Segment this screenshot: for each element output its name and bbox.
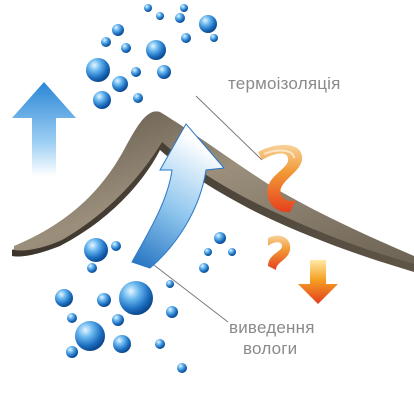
down-arrow-icon bbox=[298, 260, 338, 304]
fabric-sheet bbox=[14, 111, 414, 264]
pointer-line-thermo bbox=[195, 95, 263, 161]
moisture-label-line1: виведення bbox=[229, 318, 315, 337]
moisture-label-line2: вологи bbox=[243, 339, 298, 358]
moisture-wicking-label: виведення вологи bbox=[229, 317, 315, 359]
up-arrow-icon bbox=[12, 82, 76, 176]
fabric-underside bbox=[12, 116, 414, 273]
pointer-line-moisture bbox=[149, 261, 229, 323]
water-bubble-icon bbox=[55, 4, 236, 373]
thermal-insulation-label: термоізоляція bbox=[228, 74, 341, 93]
heat-swirl-icon bbox=[258, 144, 303, 270]
curved-up-arrow-icon bbox=[131, 123, 225, 269]
